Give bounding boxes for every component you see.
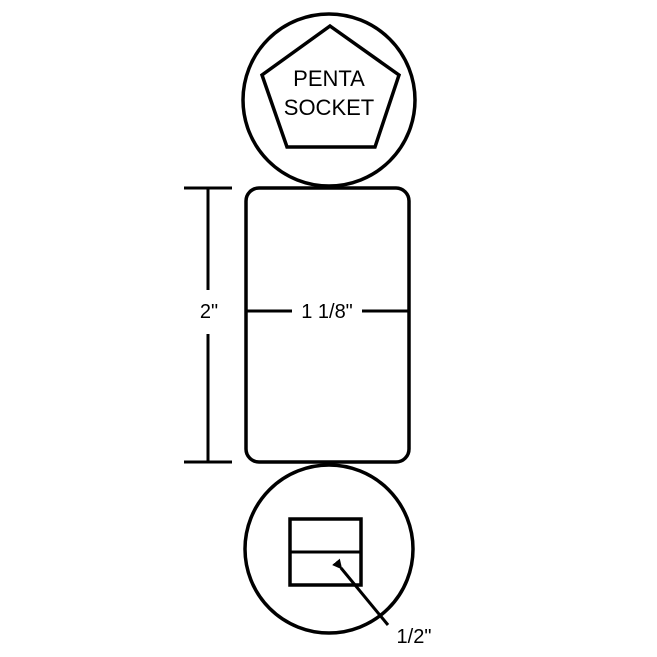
socket-top-view: PENTA SOCKET	[241, 12, 417, 188]
pentagon-shape	[259, 23, 402, 149]
socket-label-line1: PENTA	[293, 66, 365, 91]
socket-side-view: 1 1/8" 2"	[184, 186, 411, 464]
socket-top-circle	[241, 12, 417, 188]
socket-bottom-circle	[243, 463, 415, 635]
height-dimension-label: 2"	[200, 301, 218, 323]
width-dimension-label: 1 1/8"	[301, 301, 353, 323]
drive-size-leader-arrow	[332, 558, 390, 626]
socket-label-line2: SOCKET	[284, 95, 374, 120]
socket-body	[244, 186, 411, 464]
socket-bottom-view: 1/2"	[243, 463, 432, 648]
drive-size-label: 1/2"	[397, 626, 432, 648]
